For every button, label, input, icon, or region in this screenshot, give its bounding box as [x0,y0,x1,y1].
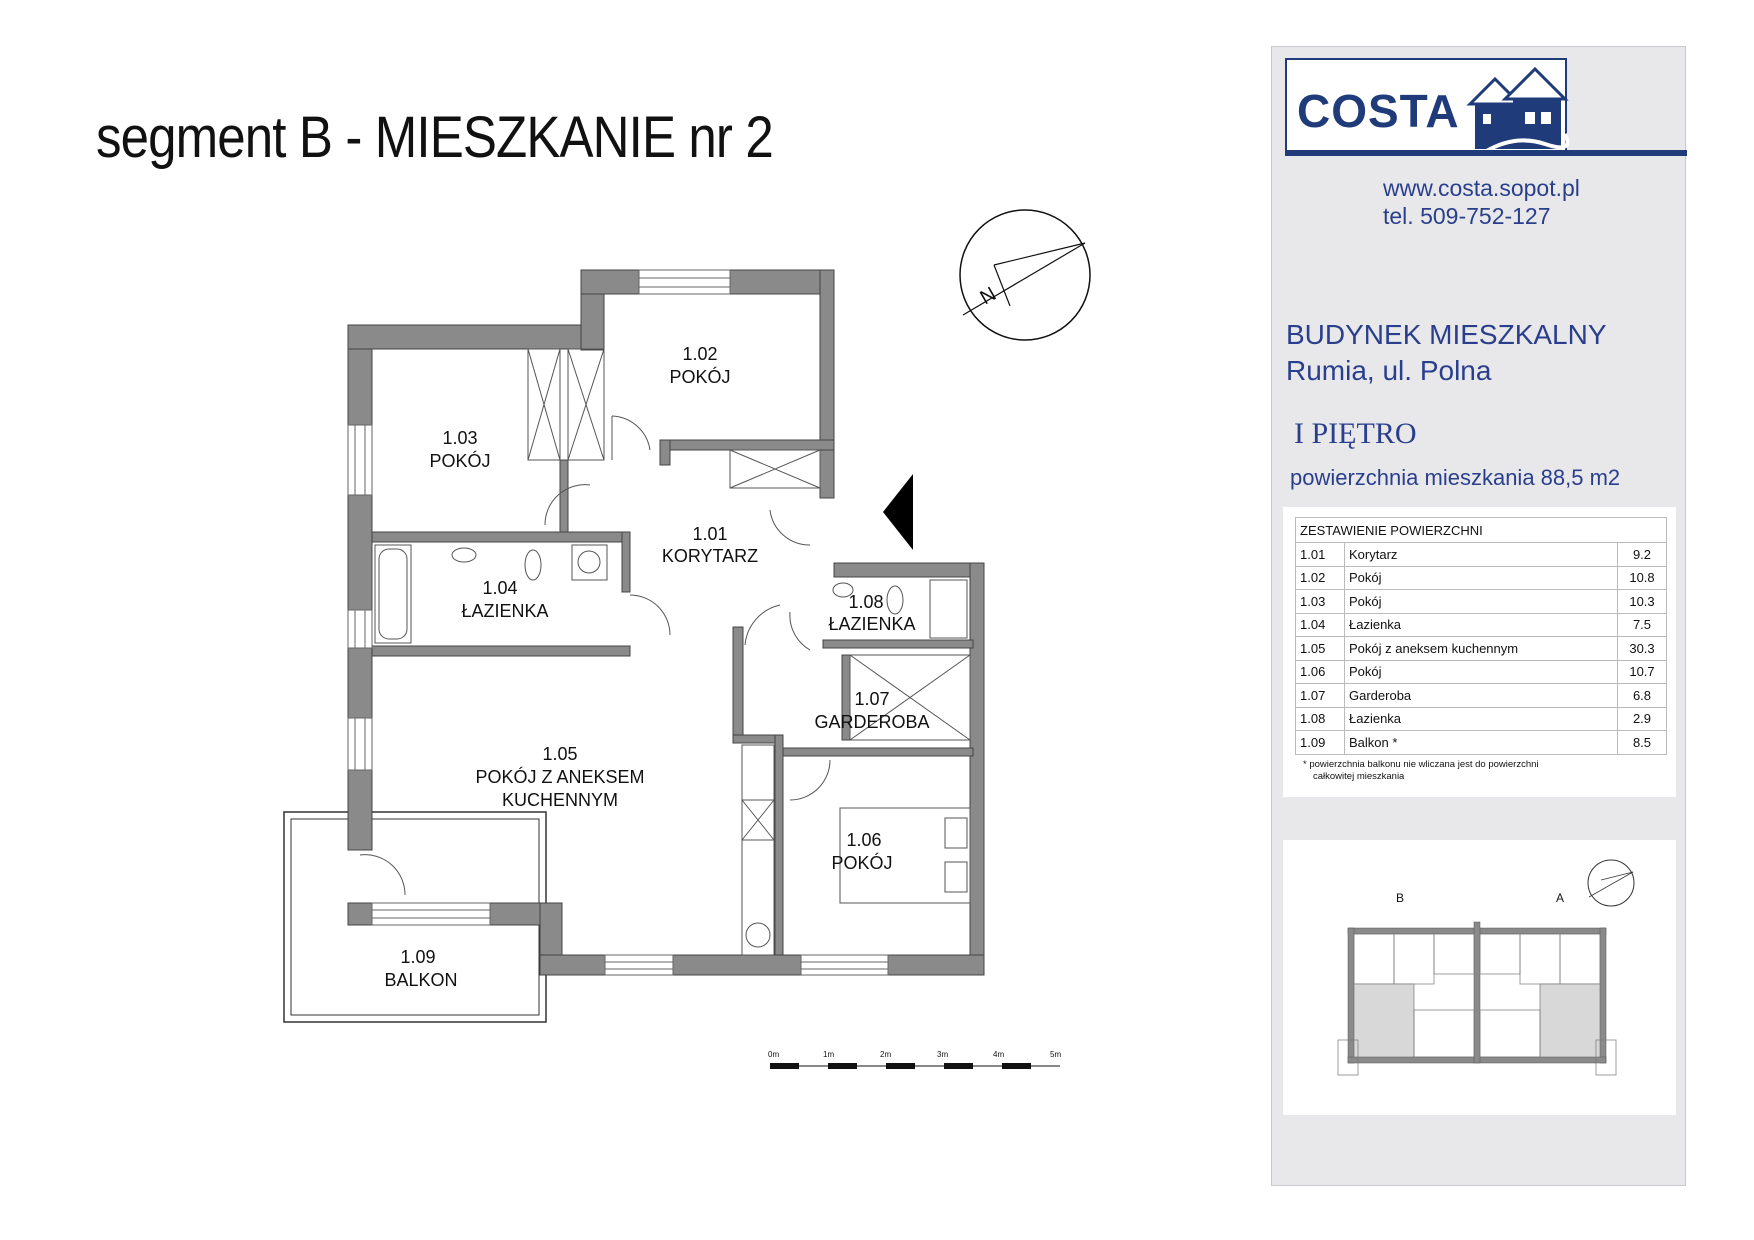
phone-number: tel. 509-752-127 [1383,203,1551,229]
room-1-07-name: GARDEROBA [814,712,929,732]
room-1-01-id: 1.01 [692,524,727,544]
room-1-08-id: 1.08 [848,592,883,612]
page-title: segment B - MIESZKANIE nr 2 [96,105,774,170]
apartment-area: powierzchnia mieszkania 88,5 m2 [1290,465,1621,490]
scale-label-0: 0m [768,1050,779,1059]
building-info: BUDYNEK MIESZKALNY Rumia, ul. Polna [1286,317,1607,389]
scale-label-2: 2m [880,1050,891,1059]
room-1-03-id: 1.03 [442,428,477,448]
room-1-09-id: 1.09 [400,947,435,967]
mini-label-b: B [1396,891,1404,905]
logo-box: COSTA [1285,58,1567,152]
windows [347,269,889,976]
scale-label-4: 4m [993,1050,1004,1059]
room-1-05-name2: KUCHENNYM [502,790,618,810]
room-1-06-id: 1.06 [846,830,881,850]
floor-plan: N [283,209,1091,1069]
scale-bar: 0m 1m 2m 3m 4m 5m [768,1050,1061,1069]
website-link[interactable]: www.costa.sopot.pl [1383,175,1580,201]
logo-text: COSTA [1297,85,1460,137]
building-key-plan: B A [1283,840,1676,1115]
costa-logo: COSTA [1285,58,1692,156]
room-1-06-name: POKÓJ [831,852,892,873]
scale-label-3: 3m [937,1050,948,1059]
entrance-marker-icon [883,474,913,550]
room-1-07-id: 1.07 [854,689,889,709]
building-address: Rumia, ul. Polna [1286,355,1492,386]
room-1-09-name: BALKON [384,970,457,990]
mini-north-arrow-icon [1587,859,1635,907]
room-1-03-name: POKÓJ [429,450,490,471]
contact-info: www.costa.sopot.pl tel. 509-752-127 [1383,174,1580,230]
key-plan-drawing: B A [1337,859,1635,1076]
houses-icon [1466,66,1570,154]
room-1-02-id: 1.02 [682,344,717,364]
floor-label: I PIĘTRO [1294,417,1417,450]
room-1-04-name: ŁAZIENKA [461,601,548,621]
logo-bar [1285,150,1687,156]
scale-label-1: 1m [823,1050,834,1059]
mini-label-a: A [1556,891,1564,905]
fixtures [359,348,971,956]
room-1-04-id: 1.04 [482,578,517,598]
room-1-05-name: POKÓJ Z ANEKSEM [475,766,644,787]
walls [347,269,985,976]
scale-label-5: 5m [1050,1050,1061,1059]
room-1-05-id: 1.05 [542,744,577,764]
north-arrow-icon: N [959,209,1091,341]
info-panel: COSTA www.costa.sopot.pl tel. 509-752-12… [1271,46,1687,1186]
balcony-footnote: * powierzchnia balkonu nie wliczana jest… [1303,759,1539,782]
area-table-header: ZESTAWIENIE POWIERZCHNI [1295,517,1667,543]
room-1-08-name: ŁAZIENKA [828,614,915,634]
building-type: BUDYNEK MIESZKALNY [1286,319,1607,350]
room-1-01-name: KORYTARZ [662,546,758,566]
room-1-02-name: POKÓJ [669,366,730,387]
